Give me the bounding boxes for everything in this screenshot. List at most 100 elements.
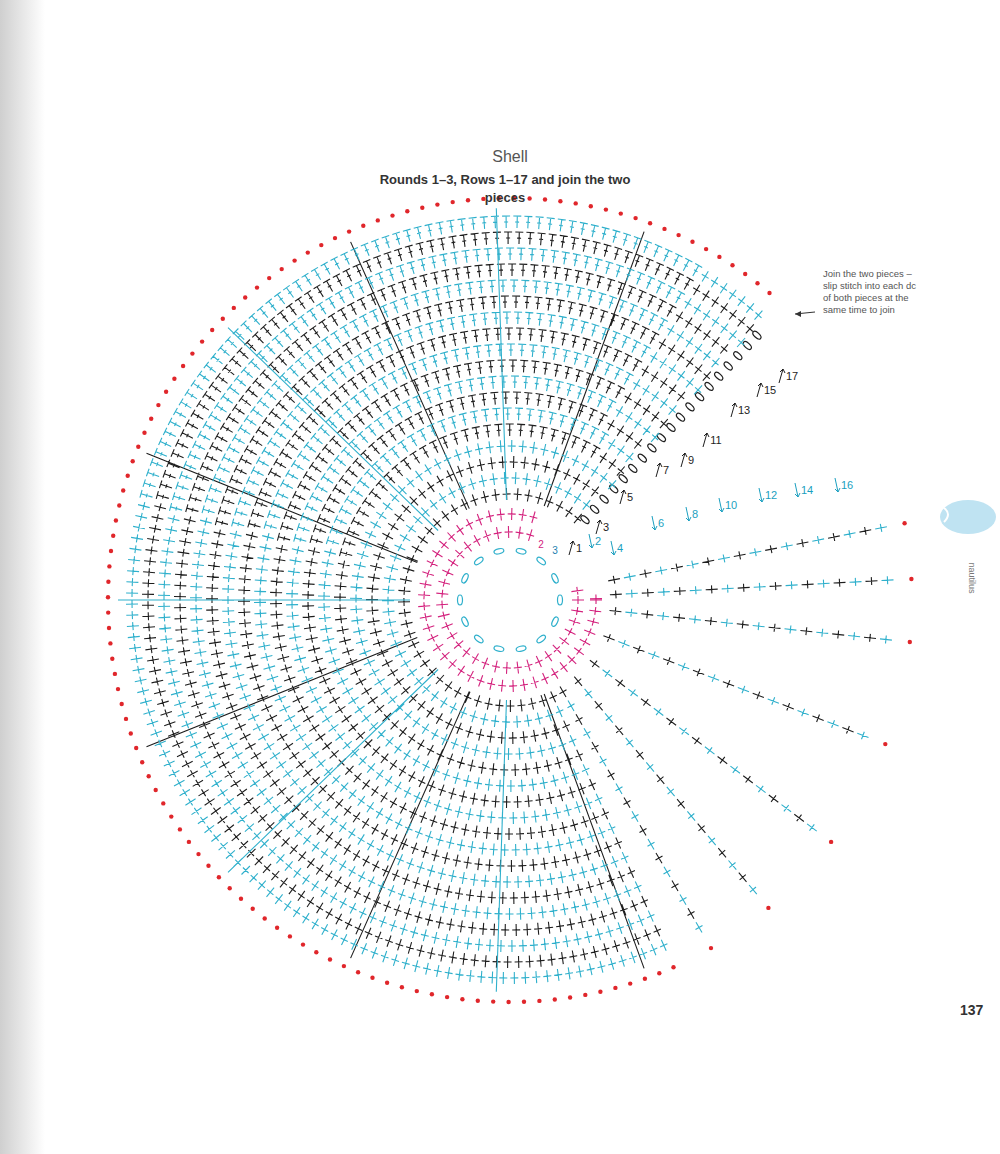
slip-stitch-dot	[107, 626, 111, 630]
slip-stitch-dot	[676, 233, 680, 237]
chain-stitch	[704, 381, 715, 391]
slip-stitch-dot	[106, 610, 110, 614]
section-tab-label: nautilus	[967, 562, 977, 593]
chain-stitch	[580, 514, 591, 524]
slip-stitch-dot	[129, 731, 133, 735]
slip-stitch-dot	[633, 216, 637, 220]
slip-stitch-dot	[766, 906, 770, 910]
slip-stitch-dot	[210, 328, 214, 332]
slip-stitch-dot	[280, 267, 284, 271]
slip-stitch-dot	[619, 211, 623, 215]
slip-stitch-dot	[232, 306, 236, 310]
slip-stitch-dot	[114, 518, 118, 522]
slip-stitch-dot	[107, 564, 111, 568]
slip-stitch-dot	[181, 364, 185, 368]
slip-stitch-dot	[743, 272, 747, 276]
row-number: 13	[738, 405, 750, 416]
slip-stitch-dot	[217, 875, 221, 879]
slip-stitch-dot	[883, 742, 887, 746]
slip-stitch-dot	[829, 840, 833, 844]
chain-stitch	[536, 556, 547, 566]
slip-stitch-dot	[328, 957, 332, 961]
slip-stitch-dot	[690, 240, 694, 244]
slip-stitch-dot	[347, 229, 351, 233]
slip-stitch-dot	[574, 201, 578, 205]
slip-stitch-dot	[709, 946, 713, 950]
page-number: 137	[960, 1002, 983, 1018]
slip-stitch-dot	[164, 390, 168, 394]
slip-stitch-dot	[108, 641, 112, 645]
slip-stitch-dot	[140, 760, 144, 764]
row-number: 5	[627, 492, 633, 503]
chain-stitch	[473, 634, 484, 644]
row-direction-arrow	[569, 369, 785, 555]
chart-subtitle: Rounds 1–3, Rows 1–17 and join the two p…	[375, 171, 635, 206]
row-direction-arrow	[589, 478, 840, 555]
slip-stitch-dot	[558, 199, 562, 203]
chain-stitch	[461, 616, 470, 627]
slip-stitch-dot	[657, 971, 661, 975]
chain-stitch	[493, 548, 504, 555]
chain-stitch	[627, 463, 638, 473]
slip-stitch-dot	[106, 580, 110, 584]
slip-stitch-dot	[361, 224, 365, 228]
slip-stitch-dot	[169, 814, 173, 818]
slip-stitch-dot	[648, 221, 652, 225]
row-number: 11	[710, 435, 721, 446]
slip-stitch-dot	[221, 317, 225, 321]
slip-stitch-dot	[333, 236, 337, 240]
slip-stitch-dot	[111, 534, 115, 538]
section-tab-mark	[944, 508, 948, 522]
slip-stitch-dot	[543, 197, 547, 201]
slip-stitch-dot	[491, 999, 495, 1003]
row-number: 12	[765, 490, 777, 501]
slip-stitch-dot	[385, 981, 389, 985]
row-number: 16	[841, 480, 853, 491]
slip-stitch-dot	[460, 997, 464, 1001]
chain-stitch	[685, 402, 696, 412]
slip-stitch-dot	[121, 488, 125, 492]
slip-stitch-dot	[319, 243, 323, 247]
slip-stitch-dot	[451, 200, 455, 204]
row-number: 3	[603, 522, 609, 533]
row-number: 15	[764, 385, 776, 396]
slip-stitch-dot	[288, 934, 292, 938]
slip-stitch-dot	[568, 995, 572, 999]
chain-stitch	[589, 504, 600, 514]
slip-stitch-dot	[161, 801, 165, 805]
leader-arrowhead	[795, 311, 801, 317]
slip-stitch-dot	[405, 209, 409, 213]
row-number: 10	[725, 500, 737, 511]
stitch-group	[106, 196, 914, 1004]
slip-stitch-dot	[420, 206, 424, 210]
slip-stitch-dot	[522, 1000, 526, 1004]
row-number: 1	[576, 543, 582, 554]
slip-stitch-dot	[126, 474, 130, 478]
slip-stitch-dot	[131, 459, 135, 463]
row-number: 17	[786, 371, 798, 382]
slip-stitch-dot	[251, 907, 255, 911]
row-number: 4	[617, 543, 623, 554]
chain-stitch	[516, 548, 527, 555]
slip-stitch-dot	[628, 981, 632, 985]
slip-stitch-dot	[376, 218, 380, 222]
slip-stitch-dot	[306, 250, 310, 254]
slip-stitch-dot	[767, 291, 771, 295]
slip-stitch-dot	[113, 672, 117, 676]
chart-title: Shell	[10, 148, 1000, 166]
slip-stitch-dot	[370, 976, 374, 980]
chain-stitch	[618, 473, 629, 483]
slip-stitch-dot	[149, 417, 153, 421]
chain-stitch	[637, 453, 648, 463]
slip-stitch-dot	[730, 263, 734, 267]
slip-stitch-dot	[643, 977, 647, 981]
chain-stitch	[608, 484, 619, 494]
slip-stitch-dot	[136, 445, 140, 449]
slip-stitch-dot	[156, 403, 160, 407]
slip-stitch-dot	[902, 521, 906, 525]
slip-stitch-dot	[506, 1000, 510, 1004]
slip-stitch-dot	[187, 840, 191, 844]
row-number: 2	[595, 536, 601, 547]
slip-stitch-dot	[178, 827, 182, 831]
slip-stitch-dot	[527, 196, 531, 200]
